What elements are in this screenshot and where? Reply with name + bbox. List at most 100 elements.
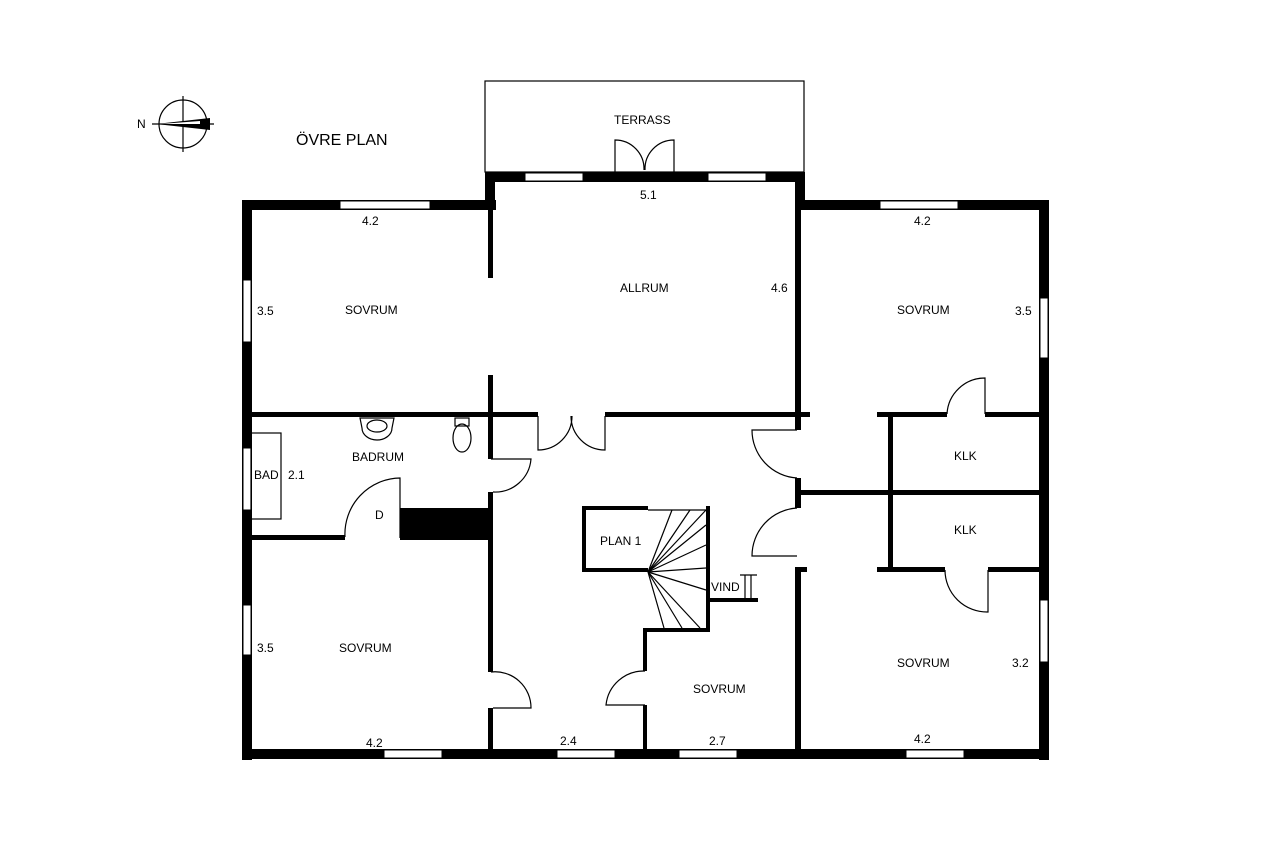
compass: N: [137, 96, 214, 152]
window: [339, 200, 431, 210]
door: [614, 139, 645, 172]
exterior-walls: [242, 172, 1049, 760]
wall-segment: [795, 172, 805, 208]
wall-segment: [490, 412, 538, 417]
dimension-labels: 5.1 4.6 4.2 3.5 4.2 3.5 2.1 3.5 4.2 2.4 …: [257, 188, 1032, 750]
door: [946, 377, 986, 415]
window: [242, 447, 252, 511]
compass-needle-highlight: [160, 121, 200, 124]
wall-segment: [488, 492, 493, 672]
plan-line: [647, 544, 707, 573]
window: [707, 172, 767, 182]
wall-segment: [582, 568, 648, 572]
room-label-badrum: BADRUM: [352, 450, 404, 464]
window: [905, 749, 965, 759]
fixtures: [250, 417, 472, 520]
wall-segment: [485, 172, 805, 182]
door: [644, 139, 675, 172]
plan-line: [647, 571, 701, 629]
wall-segment: [605, 412, 810, 417]
wall-segment: [795, 417, 801, 430]
bathtub-icon: [250, 432, 282, 520]
windows: [242, 172, 1049, 759]
plan-line: [647, 571, 683, 629]
window: [242, 604, 252, 656]
wall-segment: [985, 412, 1041, 417]
wall-segment: [877, 567, 945, 572]
wall-segment: [795, 205, 801, 420]
room-label-allrum: ALLRUM: [620, 281, 669, 295]
window: [524, 172, 584, 182]
wall-segment: [643, 628, 710, 632]
wall-segment: [488, 180, 493, 278]
wall-segment: [643, 705, 647, 753]
door: [570, 415, 606, 451]
door: [944, 569, 989, 613]
plan-line: [647, 509, 673, 573]
room-label-plan1: PLAN 1: [600, 534, 642, 548]
wall-segment: [795, 572, 801, 752]
sink-icon: [359, 417, 395, 441]
room-label-sovrum-ne: SOVRUM: [897, 303, 950, 317]
dimension-label: 3.5: [257, 641, 274, 655]
wall-segment: [250, 535, 345, 540]
plan-line: [647, 571, 707, 591]
doors: [344, 139, 989, 709]
room-label-klk-upper: KLK: [954, 449, 977, 463]
wall-segment: [706, 506, 710, 632]
dimension-label: 4.6: [771, 281, 788, 295]
room-label-terrass: TERRASS: [614, 113, 671, 127]
room-label-sovrum-se: SOVRUM: [897, 656, 950, 670]
wall-segment: [582, 506, 648, 510]
room-label-vind: VIND: [711, 580, 740, 594]
wall-segment: [488, 708, 493, 753]
plan-line: [366, 419, 388, 433]
plan-line: [647, 509, 707, 573]
door: [344, 477, 401, 538]
interior-walls: [250, 180, 1041, 753]
room-label-bad: BAD: [254, 468, 279, 482]
plan-line: [452, 423, 472, 453]
wall-segment: [643, 628, 647, 671]
dimension-label: 4.2: [362, 214, 379, 228]
room-labels: TERRASS ALLRUM SOVRUM SOVRUM BADRUM BAD …: [254, 113, 977, 696]
window: [879, 200, 959, 210]
wall-segment: [488, 375, 493, 415]
door: [490, 671, 532, 709]
wall-segment: [250, 412, 490, 417]
dimension-label: 2.4: [560, 734, 577, 748]
window: [242, 279, 252, 343]
dimension-label: 2.1: [288, 468, 305, 482]
plan-line: [647, 524, 707, 573]
dimension-label: 2.7: [709, 734, 726, 748]
door: [491, 458, 532, 493]
wall-segment: [488, 417, 493, 459]
dimension-label: 5.1: [640, 188, 657, 202]
plan-line: [647, 567, 707, 573]
window: [556, 749, 616, 759]
door: [751, 429, 798, 479]
room-label-sovrum-s: SOVRUM: [693, 682, 746, 696]
dimension-label: 3.2: [1012, 656, 1029, 670]
wall-segment: [706, 598, 758, 602]
plan-line: [647, 509, 691, 573]
dimension-label: 4.2: [914, 214, 931, 228]
plan-line: [647, 571, 665, 629]
window: [383, 749, 443, 759]
wall-segment: [877, 412, 947, 417]
room-label-klk-lower: KLK: [954, 523, 977, 537]
wall-segment: [795, 567, 807, 572]
window: [1039, 297, 1049, 359]
dimension-label: 4.2: [914, 732, 931, 746]
room-label-sovrum-nw: SOVRUM: [345, 303, 398, 317]
dimension-label: 4.2: [366, 736, 383, 750]
room-label-sovrum-sw: SOVRUM: [339, 641, 392, 655]
wall-segment: [797, 490, 1041, 495]
door: [537, 415, 573, 451]
dimension-label: 3.5: [1015, 304, 1032, 318]
wall-segment: [988, 567, 1041, 572]
wall-segment: [1039, 200, 1049, 760]
wall-segment: [582, 506, 586, 572]
wall-segment: [242, 749, 1049, 759]
